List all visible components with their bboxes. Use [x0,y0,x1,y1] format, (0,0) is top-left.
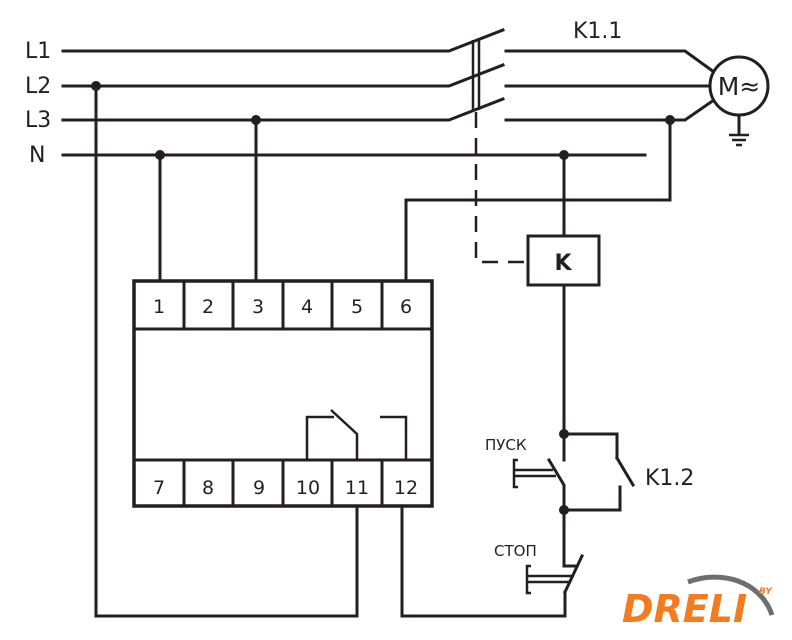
bus-label-n: N [29,143,45,168]
logo-swoosh [687,574,775,616]
stop-contact-blade [563,554,584,594]
wire-t12-to-stop [400,504,567,618]
terminal-7: 7 [153,477,165,499]
ground-icon [729,133,749,147]
bus-label-l2: L2 [25,74,51,99]
wire-l2 [61,63,505,88]
start-contact-blade [546,457,566,512]
terminal-10: 10 [296,477,320,499]
wire-l2-to-t11 [94,84,359,618]
stop-contact-upper [562,508,577,568]
terminal-9: 9 [253,477,265,499]
k12-upper [562,432,619,460]
stop-button-label: СТОП [494,542,537,560]
contactor-main-label: K1.1 [573,19,622,44]
contactor-coil-label: K [554,251,572,276]
logo-text: DRELI [622,587,747,631]
bus-label-l1: L1 [25,39,51,64]
wire-l3-to-t6 [404,118,672,283]
k12-lower [562,485,622,512]
terminal-5: 5 [351,296,363,318]
relay-internal-contact [305,409,408,460]
start-button-icon[interactable] [512,458,556,489]
motor-label: M≈ [718,72,761,101]
terminal-6: 6 [400,296,412,318]
wire-motor-l1 [504,49,717,75]
stop-button-icon[interactable] [525,564,574,595]
k12-blade [614,455,636,488]
terminal-12: 12 [394,477,418,499]
dreli-logo: DRELI BY [622,574,775,631]
terminal-8: 8 [202,477,214,499]
terminal-2: 2 [202,296,214,318]
wire-l1 [61,28,505,53]
contactor-aux-label: K1.2 [645,466,694,491]
terminal-11: 11 [345,477,369,499]
relay-bottom-terminal-dividers [182,458,384,508]
start-button-label: ПУСК [485,436,527,454]
logo-suffix: BY [759,587,773,597]
bus-label-l3: L3 [25,108,51,133]
relay-top-terminal-dividers [182,279,384,331]
terminal-4: 4 [301,296,313,318]
wire-l3 [61,97,505,122]
contactor-coil [526,234,601,287]
wire-motor-l3 [504,97,717,122]
contactor-linkage-dashed [474,112,528,264]
terminal-3: 3 [252,296,264,318]
terminal-1: 1 [153,296,165,318]
